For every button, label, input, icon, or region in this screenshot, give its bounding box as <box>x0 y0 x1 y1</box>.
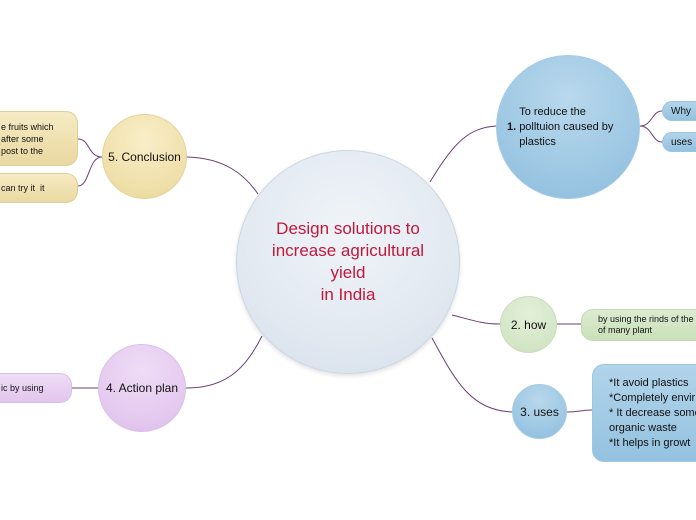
branch-4-child-label: ic by using <box>1 382 44 393</box>
connector-central-branch5 <box>186 156 259 195</box>
branch-1-child-uses[interactable]: uses <box>662 132 696 152</box>
connector-branch3-child <box>566 409 593 413</box>
branch-2-node[interactable]: 2. how <box>500 296 557 353</box>
branch-2-child[interactable]: by using the rinds of the of many plant <box>581 309 696 341</box>
branch-5-label: 5. Conclusion <box>108 149 181 164</box>
branch-5-child-2-label: can try it it <box>1 182 45 193</box>
connector-central-branch3 <box>431 337 513 413</box>
branch-1-label: To reduce the polltuion caused by plasti… <box>519 105 614 148</box>
branch-4-label: 4. Action plan <box>105 381 179 395</box>
branch-3-child[interactable]: *It avoid plastics *Completely envir * I… <box>592 364 696 462</box>
connector-branch1-why <box>639 110 663 127</box>
branch-5-child-2[interactable]: can try it it <box>0 173 78 203</box>
branch-1-child-why-label: Why <box>671 105 691 117</box>
branch-5-child-1-label: e fruits which after some post to the <box>1 121 54 156</box>
branch-1-child-why[interactable]: Why <box>662 101 696 121</box>
connector-branch1-uses <box>639 125 663 143</box>
connector-central-branch4 <box>185 335 263 389</box>
branch-1-node[interactable]: 1. To reduce the polltuion caused by pla… <box>496 55 640 199</box>
connector-central-branch2 <box>451 314 501 325</box>
branch-3-node[interactable]: 3. uses <box>512 384 567 439</box>
connector-branch5-child2 <box>77 156 103 187</box>
connector-branch5-child1 <box>77 138 103 158</box>
connector-central-branch1 <box>429 125 497 183</box>
branch-3-child-label: *It avoid plastics *Completely envir * I… <box>609 376 696 449</box>
branch-1-child-uses-label: uses <box>671 136 693 148</box>
branch-4-node[interactable]: 4. Action plan <box>98 344 186 432</box>
branch-2-child-label: by using the rinds of the of many plant <box>598 314 694 335</box>
branch-5-node[interactable]: 5. Conclusion <box>102 114 187 199</box>
central-topic[interactable]: Design solutions to increase agricultura… <box>236 150 460 374</box>
central-topic-title: Design solutions to increase agricultura… <box>271 219 425 304</box>
branch-2-label: 2. how <box>510 317 547 332</box>
branch-5-child-1[interactable]: e fruits which after some post to the <box>0 111 78 166</box>
branch-4-child[interactable]: ic by using <box>0 373 72 403</box>
branch-1-number: 1. <box>507 121 517 133</box>
branch-3-label: 3. uses <box>520 404 559 419</box>
